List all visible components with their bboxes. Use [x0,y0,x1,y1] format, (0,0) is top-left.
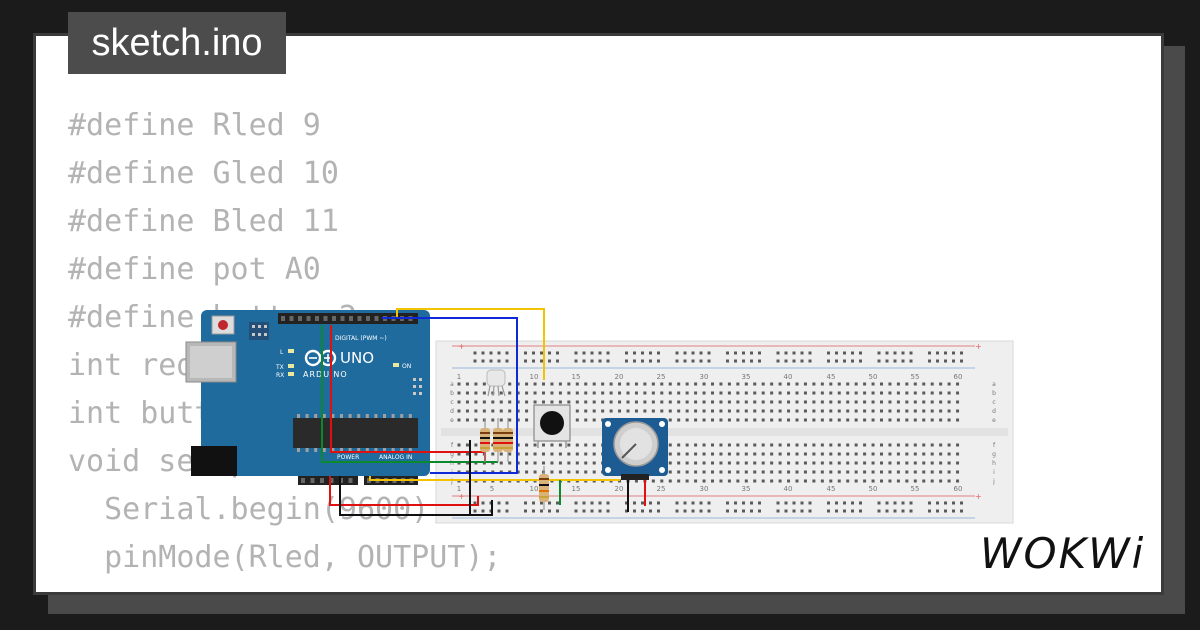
bb-col-number: 40 [784,373,793,381]
bb-row-letter: b [992,390,996,397]
bb-row-letter: c [992,399,995,406]
bb-col-number: 30 [700,485,709,493]
arduino-uno-board: DIGITAL (PWM ~) UNO ARDUINO L TX RX ON [185,310,430,485]
bb-row-letter: a [450,381,454,388]
code-line: #define pot A0 [68,252,321,287]
reset-button [218,320,228,330]
bb-col-number: 55 [911,373,920,381]
bb-col-number: 1 [457,373,461,381]
svg-text:+: + [975,492,982,501]
code-line: pinMode(Rled, OUTPUT); [68,540,502,575]
analog-label: ANALOG IN [379,454,412,461]
wire-blue [382,317,518,474]
bb-col-number: 30 [700,373,709,381]
svg-text:+: + [975,342,982,351]
bb-row-letter: h [450,460,454,467]
board-brand: ARDUINO [303,370,348,379]
svg-text:+: + [458,492,465,501]
bb-col-number: 10 [530,485,539,493]
bb-col-number: 1 [457,485,461,493]
bb-row-letter: f [451,442,454,449]
bb-row-letter: e [992,417,996,424]
code-line: #define Bled 11 [68,204,339,239]
rx-label: RX [276,372,284,379]
bb-col-number: 20 [615,485,624,493]
bb-col-number: 40 [784,485,793,493]
bb-row-letter: i [993,469,995,476]
l-label: L [280,349,284,356]
svg-text:+: + [458,342,465,351]
bb-col-number: 10 [530,373,539,381]
bb-row-letter: c [450,399,453,406]
bb-col-number: 35 [742,485,751,493]
bb-row-letter: e [450,417,454,424]
bb-col-number: 55 [911,485,920,493]
bb-row-letter: g [992,451,996,458]
bb-row-letter: j [450,478,453,485]
digital-label: DIGITAL (PWM ~) [335,335,387,342]
wire-red-bottom [329,476,479,506]
atmega-chip [293,418,418,448]
bb-col-number: 20 [615,373,624,381]
wire-black-bottom [339,476,493,516]
bb-col-number: 25 [657,373,666,381]
bb-row-letter: g [450,451,454,458]
on-label: ON [402,363,411,370]
bb-row-letter: d [992,408,996,415]
pushbutton [533,404,571,448]
power-header [298,476,358,485]
bb-row-letter: j [992,478,995,485]
bb-col-number: 15 [572,485,581,493]
bb-row-letter: b [450,390,454,397]
bb-col-number: 60 [954,373,963,381]
wokwi-logo: WOKWi [980,529,1145,578]
bb-col-number: 60 [954,485,963,493]
wire-yellow-bottom [369,476,620,481]
power-label: POWER [337,454,359,461]
bb-row-letter: a [992,381,996,388]
wokwi-logo-text: WOKWi [980,529,1145,578]
file-name-tab: sketch.ino [68,12,286,74]
resistor [493,418,503,462]
breadboard: + + + + 1 5 10 15 20 25 30 35 40 45 50 5… [435,340,1014,524]
board-model: UNO [340,349,374,367]
rgb-led [486,369,506,397]
bb-col-number: 25 [657,485,666,493]
wire-yellow [396,308,545,380]
bb-row-letter: d [450,408,454,415]
wire-green [321,325,498,463]
resistor [503,418,513,462]
digital-header [278,313,418,324]
resistor [480,418,490,462]
resistor [539,466,549,510]
code-line: #define Rled 9 [68,108,321,143]
bb-col-number: 5 [490,485,494,493]
wires [321,308,646,516]
tx-label: TX [275,364,284,371]
bb-col-number: 45 [827,485,836,493]
potentiometer [602,418,668,480]
code-line: Serial.begin(9600); [68,492,448,527]
bb-col-number: 15 [572,373,581,381]
bb-col-number: 35 [742,373,751,381]
dc-jack [191,446,237,476]
code-line: #define Gled 10 [68,156,339,191]
code-line: pinMode(Gled, OUTPUT); [68,582,501,592]
bb-col-number: 45 [827,373,836,381]
bb-row-letter: f [993,442,996,449]
bb-row-letter: h [992,460,996,467]
bb-col-number: 50 [869,485,878,493]
bb-col-number: 50 [869,373,878,381]
